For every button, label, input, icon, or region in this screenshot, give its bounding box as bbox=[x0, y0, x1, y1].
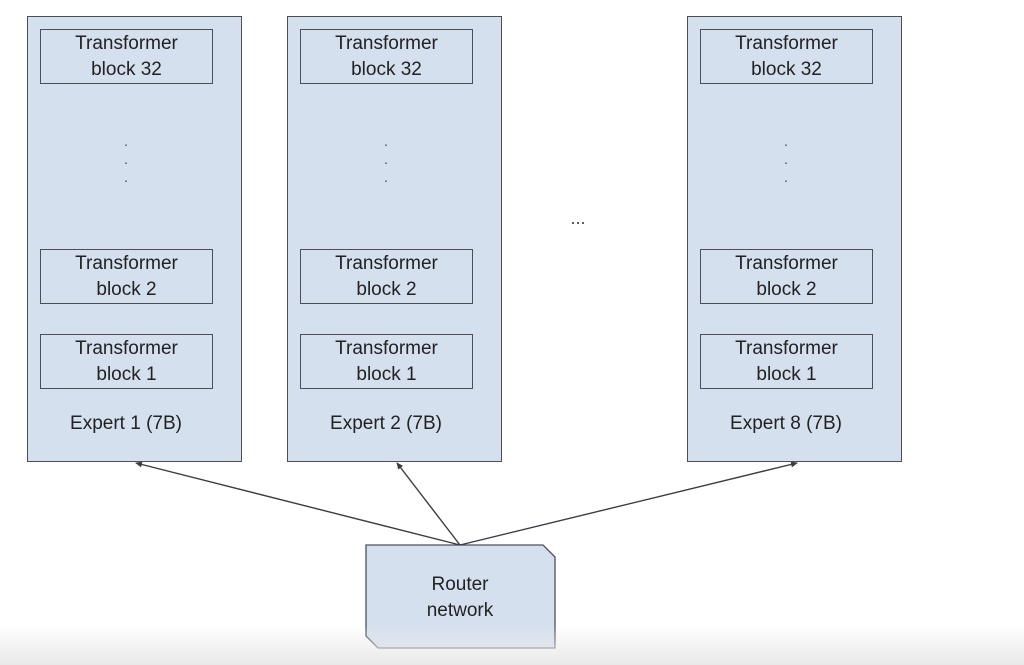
expert-8-transformer-block-32: Transformer block 32 bbox=[700, 29, 873, 84]
vertical-ellipsis: ··· bbox=[783, 136, 789, 188]
block-label-line1: Transformer bbox=[735, 337, 838, 359]
expert-1-transformer-block-1: Transformer block 1 bbox=[40, 334, 213, 389]
expert-2-transformer-block-1: Transformer block 1 bbox=[300, 334, 473, 389]
block-label-line1: Transformer bbox=[75, 252, 178, 274]
block-label-line2: block 32 bbox=[351, 58, 422, 80]
block-label-line2: block 1 bbox=[756, 363, 817, 385]
expert-8-transformer-block-2: Transformer block 2 bbox=[700, 249, 873, 304]
block-label-line1: Transformer bbox=[75, 337, 178, 359]
block-label-line1: Transformer bbox=[735, 32, 838, 54]
router-to-expert-2-arrow bbox=[396, 462, 461, 546]
block-label-line2: block 2 bbox=[756, 278, 817, 300]
block-label-line2: block 1 bbox=[96, 363, 157, 385]
block-label-line2: block 32 bbox=[91, 58, 162, 80]
expert-8-label: Expert 8 (7B) bbox=[730, 413, 842, 434]
router-label-line1: Router bbox=[431, 574, 489, 595]
block-label-line2: block 2 bbox=[356, 278, 417, 300]
block-label-line1: Transformer bbox=[335, 337, 438, 359]
expert-1-transformer-block-2: Transformer block 2 bbox=[40, 249, 213, 304]
vertical-ellipsis: ··· bbox=[383, 136, 389, 188]
expert-2-transformer-block-2: Transformer block 2 bbox=[300, 249, 473, 304]
router-to-expert-8-arrow bbox=[459, 461, 798, 546]
block-label-line2: block 1 bbox=[356, 363, 417, 385]
block-label-line1: Transformer bbox=[75, 32, 178, 54]
expert-2-label: Expert 2 (7B) bbox=[330, 413, 442, 434]
block-label-line2: block 2 bbox=[96, 278, 157, 300]
expert-1-panel: Transformer block 32 ··· Transformer blo… bbox=[27, 16, 242, 462]
expert-8-transformer-block-1: Transformer block 1 bbox=[700, 334, 873, 389]
router-label-line2: network bbox=[426, 600, 494, 621]
more-experts-ellipsis: ... bbox=[570, 208, 586, 228]
vertical-ellipsis: ··· bbox=[123, 136, 129, 188]
expert-2-transformer-block-32: Transformer block 32 bbox=[300, 29, 473, 84]
router-to-expert-1-arrow bbox=[135, 461, 461, 546]
block-label-line1: Transformer bbox=[335, 252, 438, 274]
block-label-line1: Transformer bbox=[735, 252, 838, 274]
expert-1-label: Expert 1 (7B) bbox=[70, 413, 182, 434]
expert-2-panel: Transformer block 32 ··· Transformer blo… bbox=[287, 16, 502, 462]
block-label-line2: block 32 bbox=[751, 58, 822, 80]
expert-8-panel: Transformer block 32 ··· Transformer blo… bbox=[687, 16, 902, 462]
expert-1-transformer-block-32: Transformer block 32 bbox=[40, 29, 213, 84]
block-label-line1: Transformer bbox=[335, 32, 438, 54]
router-network-label: Router network bbox=[366, 572, 554, 624]
